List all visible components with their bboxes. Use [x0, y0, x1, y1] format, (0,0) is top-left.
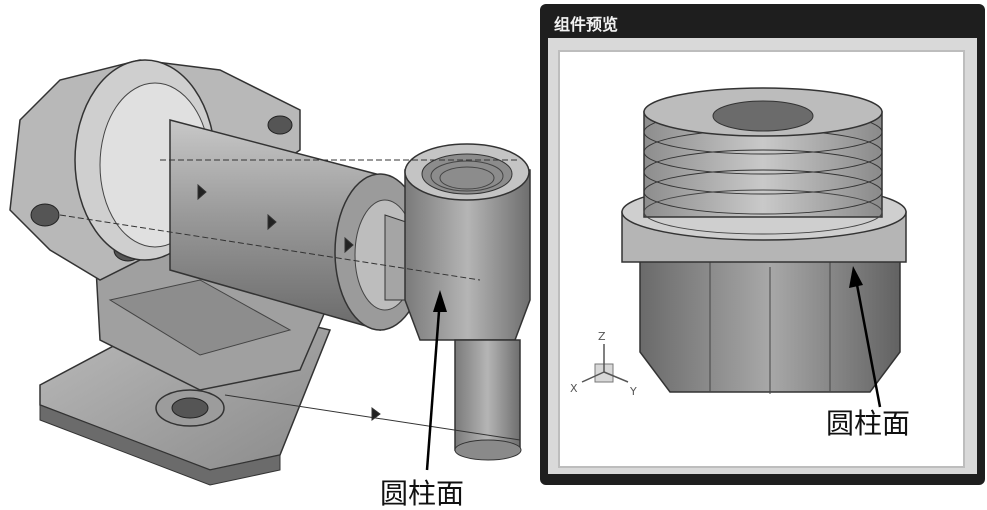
arrow-icon: [425, 290, 447, 471]
dialog-title: 组件预览: [554, 15, 619, 34]
dialog-body: Z X Y 圆柱面: [548, 38, 977, 474]
triad-axes-icon: [581, 344, 629, 383]
axis-x-label: X: [570, 382, 578, 395]
axis-y-label: Y: [630, 385, 637, 398]
arrow-icon: [849, 266, 882, 408]
preview-model: [581, 87, 907, 408]
preview-viewport[interactable]: Z X Y 圆柱面: [558, 50, 965, 468]
vertical-fitting[interactable]: [404, 143, 531, 461]
axis-z-label: Z: [598, 330, 606, 343]
preview-cylinder-face-callout: 圆柱面: [826, 407, 911, 440]
constraint-lines: [59, 159, 521, 441]
cylinder-face-callout: 圆柱面: [380, 477, 465, 510]
component-preview-dialog[interactable]: 组件预览: [540, 4, 985, 485]
